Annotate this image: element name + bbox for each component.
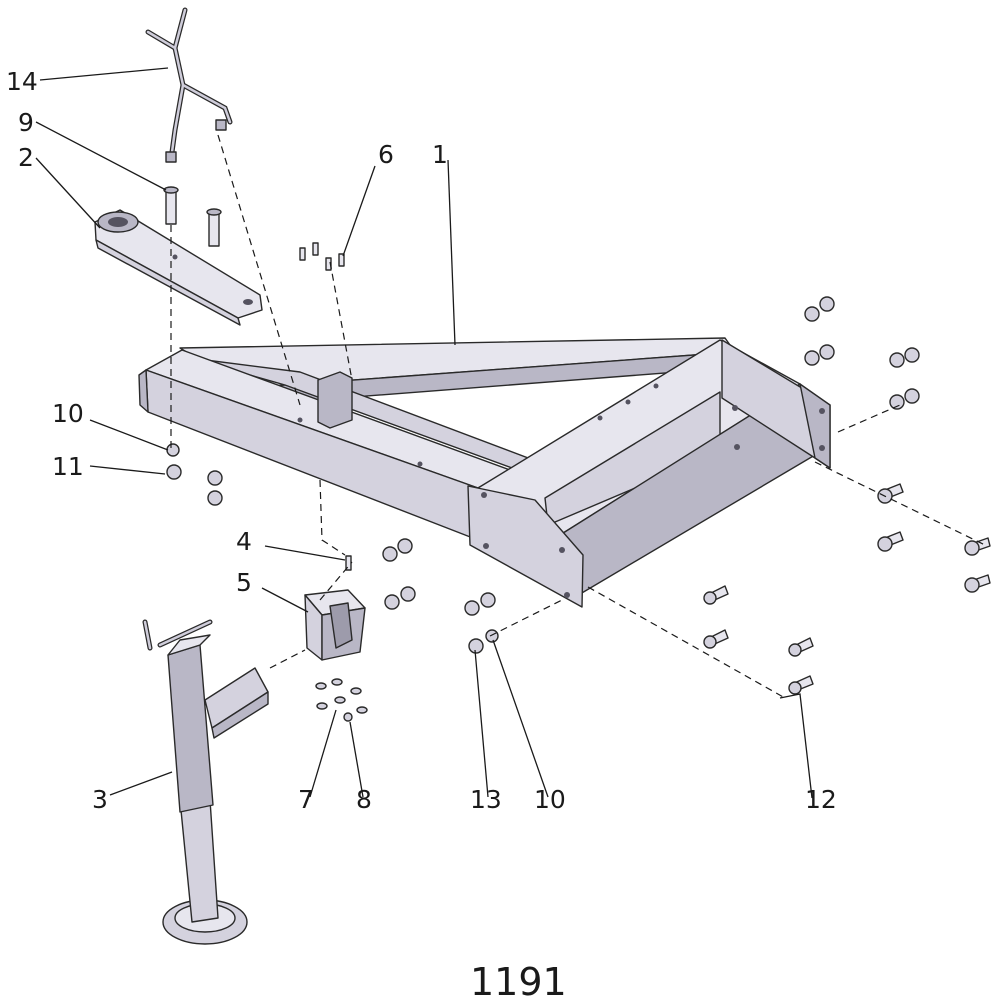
drawbar-tongue [94,209,263,326]
nut-group-left [166,443,223,506]
callout-labels: 14 9 2 1 6 10 11 4 5 3 7 8 13 10 12 [6,67,837,814]
callout-10-left: 10 [52,399,84,428]
clevis-pins [163,186,222,247]
lock-handle [145,7,233,163]
callout-2: 2 [18,143,34,172]
leader-lines [35,67,813,799]
jack-stand [142,619,269,945]
callout-10-bottom: 10 [534,785,566,814]
callout-3: 3 [92,785,108,814]
nut-group-middle [382,538,499,654]
callout-6: 6 [378,140,394,169]
callout-1: 1 [432,140,448,169]
bolt-group-right [877,483,991,593]
bolt-group-bottom [703,585,814,695]
callout-5: 5 [236,568,252,597]
small-bolts [299,242,352,571]
callout-13: 13 [470,785,502,814]
figure-number: 1191 [470,960,567,1000]
small-nuts [315,678,368,722]
callout-8: 8 [356,785,372,814]
assembly-lines [170,134,986,699]
callout-9: 9 [18,108,34,137]
callout-7: 7 [298,785,314,814]
callout-11: 11 [52,452,84,481]
nut-group-right-top [804,296,920,410]
callout-14: 14 [6,67,38,96]
callout-12: 12 [805,785,837,814]
a-frame-drawbar [138,337,831,608]
jack-mount-bracket [304,589,366,661]
fasteners [166,242,991,722]
callout-4: 4 [236,527,252,556]
